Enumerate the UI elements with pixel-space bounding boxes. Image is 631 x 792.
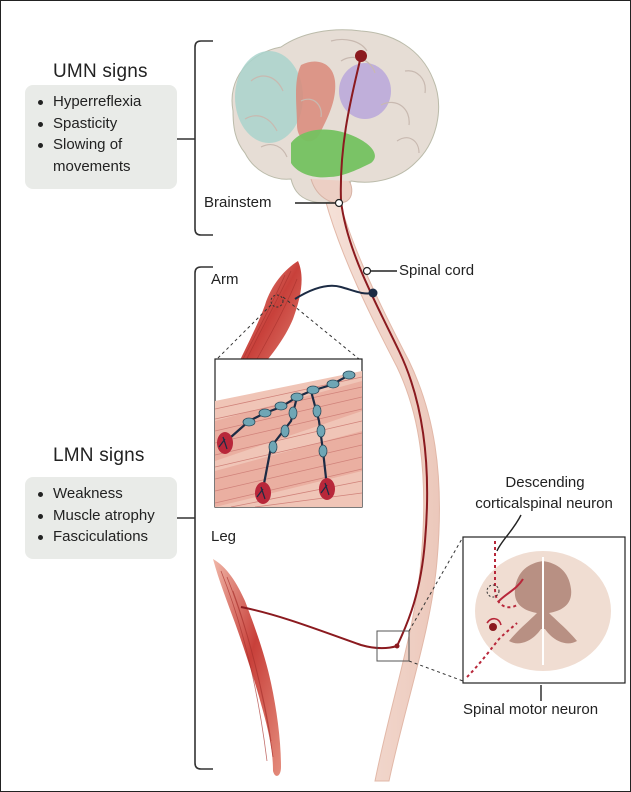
spinal-cord-label: Spinal cord (399, 262, 474, 279)
umn-signs-list: Hyperreflexia Spasticity Slowing of move… (35, 91, 167, 177)
spinal-motor-neuron-label: Spinal motor neuron (463, 701, 598, 718)
umn-sign-item: Hyperreflexia (35, 91, 167, 113)
umn-sign-item-continued: movements (35, 156, 167, 178)
lmn-sign-item: Fasciculations (35, 526, 167, 548)
umn-sign-item: Slowing of (35, 134, 167, 156)
arm-label: Arm (211, 271, 239, 288)
leg-nerve (241, 607, 397, 648)
lmn-bracket (195, 267, 213, 769)
lmn-signs-box: Weakness Muscle atrophy Fasciculations (25, 477, 177, 559)
lmn-signs-heading: LMN signs (53, 445, 145, 467)
leg-label: Leg (211, 528, 236, 545)
lmn-sign-item: Muscle atrophy (35, 505, 167, 527)
neuromuscular-junction-inset (215, 359, 362, 507)
lmn-sign-item: Weakness (35, 483, 167, 505)
umn-signs-heading: UMN signs (53, 61, 148, 83)
umn-signs-box: Hyperreflexia Spasticity Slowing of move… (25, 85, 177, 189)
arm-motor-neuron-soma (369, 289, 378, 298)
spinal-cord-cross-section-inset (463, 537, 625, 683)
brainstem-label: Brainstem (204, 194, 272, 211)
descending-neuron-label-line2: corticalspinal neuron (459, 495, 629, 512)
upper-motor-neuron-soma (355, 50, 367, 62)
lmn-signs-list: Weakness Muscle atrophy Fasciculations (35, 483, 167, 548)
umn-sign-item: Spasticity (35, 113, 167, 135)
descending-neuron-label-line1: Descending (471, 474, 619, 491)
brain-illustration (232, 30, 439, 203)
